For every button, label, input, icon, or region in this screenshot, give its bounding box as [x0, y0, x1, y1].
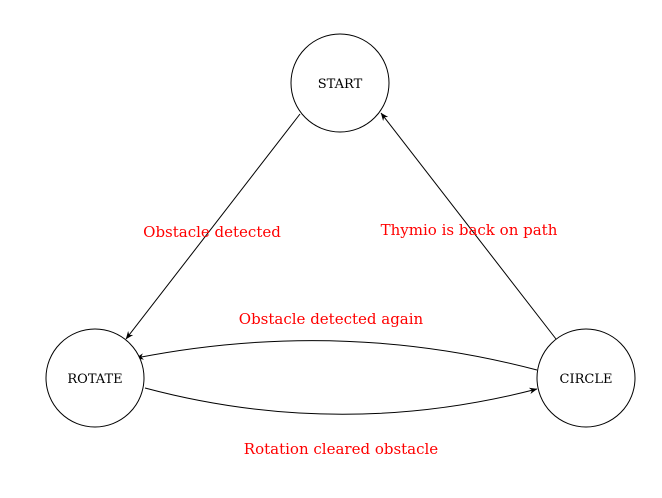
node-rotate-label: ROTATE — [67, 372, 122, 387]
node-circle-label: CIRCLE — [560, 372, 613, 387]
node-start-circle — [290, 33, 390, 133]
edge-label-back-on-path: Thymio is back on path — [381, 221, 558, 239]
edge-label-rotation-cleared: Rotation cleared obstacle — [244, 440, 439, 458]
node-circle: CIRCLE — [536, 328, 636, 428]
edge-start-to-rotate — [125, 113, 301, 340]
edge-rotate-to-circle — [144, 387, 538, 415]
edge-label-obstacle-detected: Obstacle detected — [143, 223, 281, 241]
node-rotate: ROTATE — [45, 328, 145, 428]
node-rotate-circle — [45, 328, 145, 428]
node-circle-circle — [536, 328, 636, 428]
node-start: START — [290, 33, 390, 133]
edge-label-obstacle-detected-again: Obstacle detected again — [239, 310, 424, 328]
node-start-label: START — [318, 77, 363, 92]
edge-circle-to-start — [380, 112, 557, 340]
edge-circle-to-rotate — [135, 340, 538, 371]
